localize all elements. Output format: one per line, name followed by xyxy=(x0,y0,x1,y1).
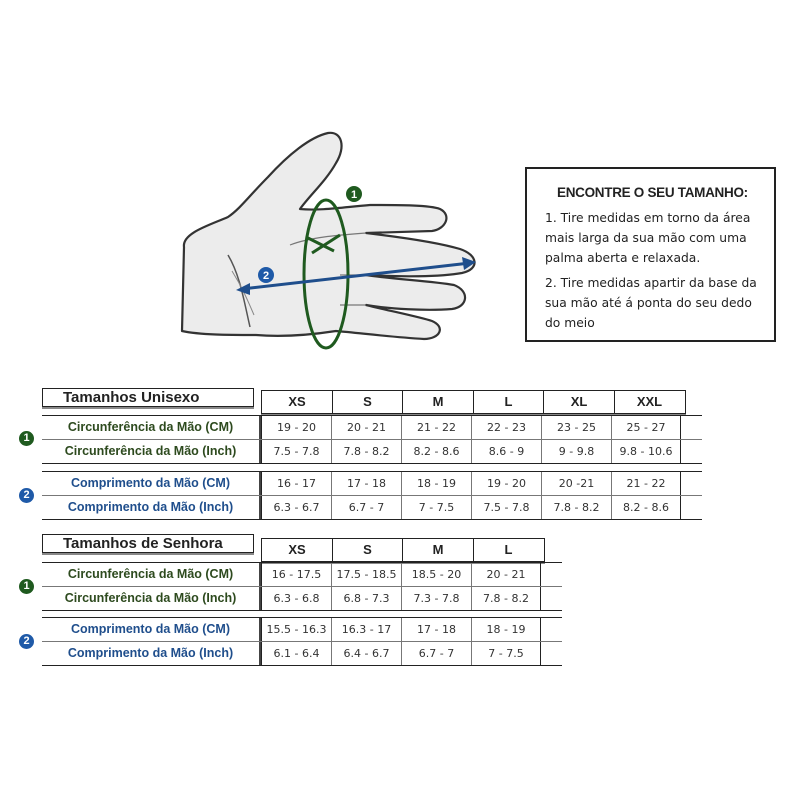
row-label: Circunferência da Mão (Inch) xyxy=(42,587,261,610)
row-label: Circunferência da Mão (CM) xyxy=(42,563,261,586)
table-row: Comprimento da Mão (Inch) 6.1 - 6.4 6.4 … xyxy=(42,641,562,665)
table-cell: 17 - 18 xyxy=(401,618,471,641)
table-cell: 20 - 21 xyxy=(331,416,401,439)
unisex-size-xxl: XXL xyxy=(613,390,686,414)
ladies-length-group: Comprimento da Mão (CM) 15.5 - 16.3 16.3… xyxy=(42,617,562,666)
table-cell: 20 - 21 xyxy=(471,563,541,586)
row-label: Circunferência da Mão (CM) xyxy=(42,416,261,439)
table-cell: 9.8 - 10.6 xyxy=(611,440,681,463)
table-cell: 7.3 - 7.8 xyxy=(401,587,471,610)
table-cell: 17 - 18 xyxy=(331,472,401,495)
table-cell: 9 - 9.8 xyxy=(541,440,611,463)
length-indicator xyxy=(236,257,476,295)
table-cell: 7.8 - 8.2 xyxy=(471,587,541,610)
unisex-size-s: S xyxy=(331,390,404,414)
instructions-step-1: 1. Tire medidas em torno da área mais la… xyxy=(545,211,751,265)
unisex-table-title: Tamanhos Unisexo xyxy=(42,388,254,407)
unisex-size-l: L xyxy=(472,390,545,414)
table-row: Comprimento da Mão (Inch) 6.3 - 6.7 6.7 … xyxy=(42,495,702,519)
table-cell: 21 - 22 xyxy=(611,472,681,495)
hand-measurement-illustration: 1 2 xyxy=(180,131,476,350)
table-cell: 7.5 - 7.8 xyxy=(471,496,541,519)
table-cell: 7.8 - 8.2 xyxy=(331,440,401,463)
table-cell: 23 - 25 xyxy=(541,416,611,439)
marker-1-icon: 1 xyxy=(346,186,362,202)
instructions-step-2: 2. Tire medidas apartir da base da sua m… xyxy=(545,276,757,330)
table-cell: 25 - 27 xyxy=(611,416,681,439)
unisex-size-table: Tamanhos Unisexo XS S M L XL XXL Circunf… xyxy=(19,388,702,523)
row-label: Comprimento da Mão (CM) xyxy=(42,472,261,495)
ladies-circumference-group: Circunferência da Mão (CM) 16 - 17.5 17.… xyxy=(42,562,562,611)
table-cell: 16.3 - 17 xyxy=(331,618,401,641)
table-cell: 7.5 - 7.8 xyxy=(261,440,331,463)
table-cell: 6.4 - 6.7 xyxy=(331,642,401,665)
unisex-length-group: Comprimento da Mão (CM) 16 - 17 17 - 18 … xyxy=(42,471,702,520)
marker-2-label: 2 xyxy=(263,270,269,282)
marker-2-icon: 2 xyxy=(19,634,34,649)
table-cell: 19 - 20 xyxy=(261,416,331,439)
marker-1-icon: 1 xyxy=(19,579,34,594)
table-row: Comprimento da Mão (CM) 15.5 - 16.3 16.3… xyxy=(42,618,562,641)
table-cell: 20 -21 xyxy=(541,472,611,495)
instructions-box: ENCONTRE O SEU TAMANHO: 1. Tire medidas … xyxy=(525,167,776,342)
ladies-table-title: Tamanhos de Senhora xyxy=(42,534,254,553)
hand-drawing xyxy=(180,131,476,341)
table-cell: 7 - 7.5 xyxy=(401,496,471,519)
row-label: Comprimento da Mão (Inch) xyxy=(42,642,261,665)
table-cell: 6.7 - 7 xyxy=(331,496,401,519)
instructions-title: ENCONTRE O SEU TAMANHO: xyxy=(557,185,748,200)
ladies-size-table: Tamanhos de Senhora XS S M L Circunferên… xyxy=(19,534,562,669)
unisex-size-m: M xyxy=(402,390,474,414)
table-cell: 16 - 17 xyxy=(261,472,331,495)
table-cell: 18.5 - 20 xyxy=(401,563,471,586)
table-cell: 8.2 - 8.6 xyxy=(401,440,471,463)
unisex-size-xl: XL xyxy=(543,390,615,414)
table-cell: 15.5 - 16.3 xyxy=(261,618,331,641)
table-cell: 16 - 17.5 xyxy=(261,563,331,586)
table-cell: 7 - 7.5 xyxy=(471,642,541,665)
table-cell: 21 - 22 xyxy=(401,416,471,439)
ladies-size-s: S xyxy=(331,538,404,562)
row-label: Comprimento da Mão (Inch) xyxy=(42,496,261,519)
marker-2-icon: 2 xyxy=(258,267,274,283)
table-cell: 19 - 20 xyxy=(471,472,541,495)
row-label: Circunferência da Mão (Inch) xyxy=(42,440,261,463)
ladies-size-l: L xyxy=(472,538,545,562)
unisex-header-row: XS S M L XL XXL xyxy=(261,390,686,414)
ladies-size-xs: XS xyxy=(261,538,333,562)
circumference-indicator xyxy=(302,198,350,350)
row-label: Comprimento da Mão (CM) xyxy=(42,618,261,641)
table-row: Circunferência da Mão (Inch) 6.3 - 6.8 6… xyxy=(42,586,562,610)
table-row: Comprimento da Mão (CM) 16 - 17 17 - 18 … xyxy=(42,472,702,495)
table-cell: 18 - 19 xyxy=(471,618,541,641)
table-cell: 18 - 19 xyxy=(401,472,471,495)
table-row: Circunferência da Mão (CM) 19 - 20 20 - … xyxy=(42,416,702,439)
table-cell: 6.1 - 6.4 xyxy=(261,642,331,665)
table-row: Circunferência da Mão (Inch) 7.5 - 7.8 7… xyxy=(42,439,702,463)
table-cell: 6.3 - 6.8 xyxy=(261,587,331,610)
marker-1-icon: 1 xyxy=(19,431,34,446)
table-cell: 6.3 - 6.7 xyxy=(261,496,331,519)
table-row: Circunferência da Mão (CM) 16 - 17.5 17.… xyxy=(42,563,562,586)
table-cell: 8.2 - 8.6 xyxy=(611,496,681,519)
table-cell: 22 - 23 xyxy=(471,416,541,439)
ladies-size-m: M xyxy=(402,538,474,562)
unisex-size-xs: XS xyxy=(261,390,333,414)
table-cell: 6.7 - 7 xyxy=(401,642,471,665)
table-cell: 17.5 - 18.5 xyxy=(331,563,401,586)
unisex-circumference-group: Circunferência da Mão (CM) 19 - 20 20 - … xyxy=(42,415,702,464)
ladies-header-row: XS S M L xyxy=(261,538,545,562)
table-cell: 6.8 - 7.3 xyxy=(331,587,401,610)
table-cell: 8.6 - 9 xyxy=(471,440,541,463)
marker-1-label: 1 xyxy=(351,189,357,201)
marker-2-icon: 2 xyxy=(19,488,34,503)
table-cell: 7.8 - 8.2 xyxy=(541,496,611,519)
